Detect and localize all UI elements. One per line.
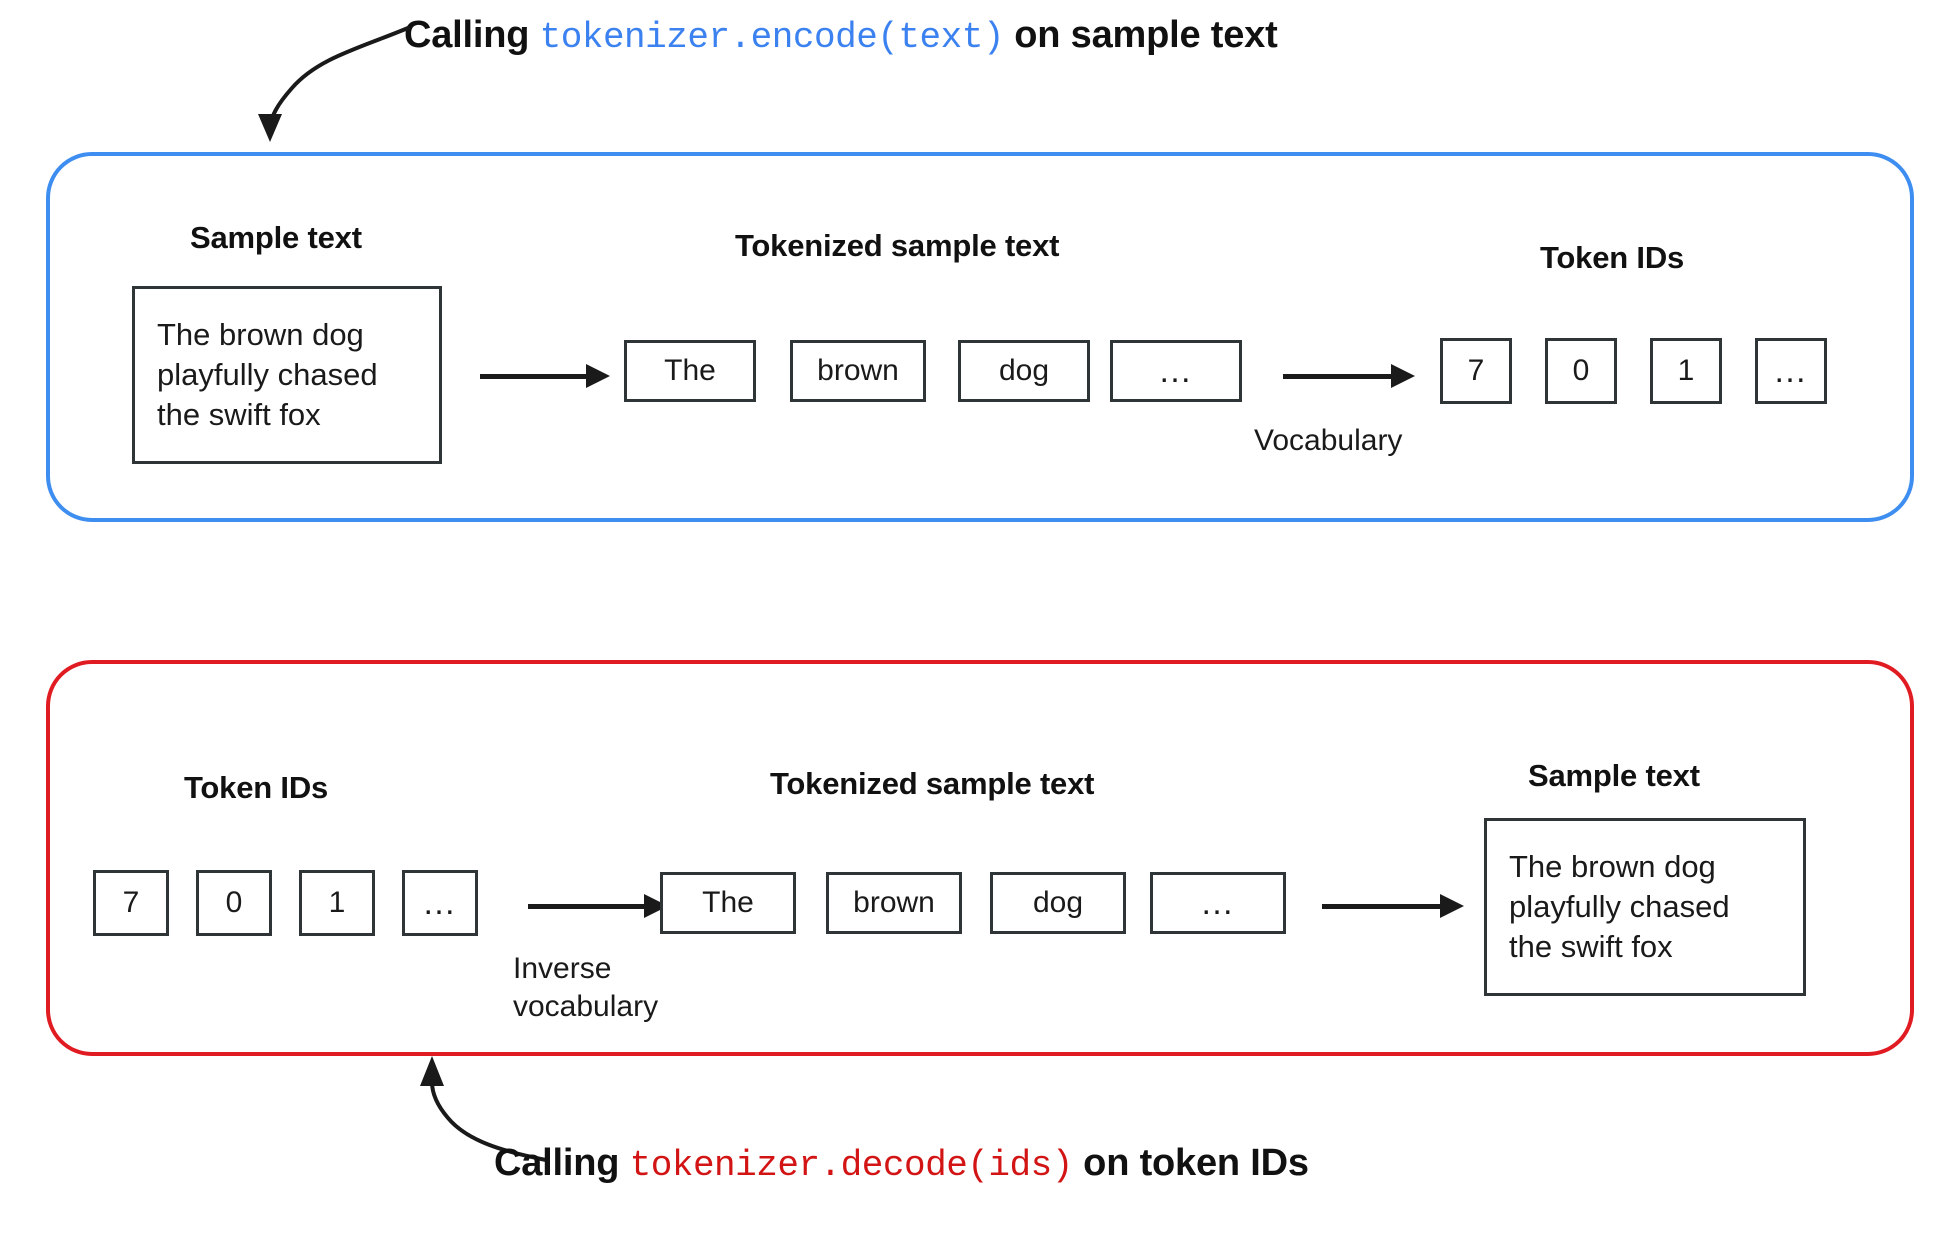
encode-code-text: tokenizer.encode(text)	[539, 17, 1005, 58]
encode-token-cell-ellipsis: …	[1110, 340, 1242, 402]
encode-curved-arrow	[258, 26, 410, 142]
encode-token-cell: dog	[958, 340, 1090, 402]
encode-token-id-cell: 1	[1650, 338, 1722, 404]
decode-token-cell-ellipsis: …	[1150, 872, 1286, 934]
encode-sample-text-box: The brown dog playfully chased the swift…	[132, 286, 442, 464]
decode-token-id-cell: 0	[196, 870, 272, 936]
sample-text-line: playfully chased	[1509, 888, 1730, 924]
decode-sample-text-box: The brown dog playfully chased the swift…	[1484, 818, 1806, 996]
encode-heading-tokenized: Tokenized sample text	[735, 228, 1060, 263]
sample-text-line: The brown dog	[157, 316, 364, 352]
decode-token-cell: The	[660, 872, 796, 934]
sample-text-line: the swift fox	[1509, 929, 1673, 965]
decode-heading-sample-text: Sample text	[1528, 758, 1700, 793]
encode-token-cell: The	[624, 340, 756, 402]
encode-caption-prefix: Calling	[404, 14, 540, 56]
encode-heading-sample-text: Sample text	[190, 220, 362, 255]
sample-text-line: playfully chased	[157, 356, 378, 392]
decode-token-id-cell: 1	[299, 870, 375, 936]
encode-caption: Calling tokenizer.encode(text) on sample…	[404, 14, 1278, 58]
decode-heading-token-ids: Token IDs	[184, 770, 329, 805]
decode-arrow-label-inverse-vocabulary: Inverse vocabulary	[513, 952, 659, 1024]
decode-caption: Calling tokenizer.decode(ids) on token I…	[494, 1142, 1309, 1186]
decode-caption-prefix: Calling	[494, 1142, 630, 1184]
sample-text-line: the swift fox	[157, 397, 321, 433]
encode-caption-suffix: on sample text	[1003, 14, 1278, 56]
encode-token-id-cell-ellipsis: …	[1755, 338, 1827, 404]
encode-token-id-cell: 7	[1440, 338, 1512, 404]
decode-heading-tokenized: Tokenized sample text	[770, 766, 1095, 801]
decode-code-text: tokenizer.decode(ids)	[629, 1145, 1074, 1186]
decode-caption-suffix: on token IDs	[1072, 1142, 1309, 1184]
decode-token-cell: brown	[826, 872, 962, 934]
decode-token-id-cell-ellipsis: …	[402, 870, 478, 936]
sample-text-line: The brown dog	[1509, 848, 1716, 884]
encode-arrow-label-vocabulary: Vocabulary	[1254, 424, 1403, 457]
decode-curved-arrow	[420, 1056, 548, 1162]
encode-token-id-cell: 0	[1545, 338, 1617, 404]
decode-token-id-cell: 7	[93, 870, 169, 936]
encode-heading-token-ids: Token IDs	[1540, 240, 1685, 275]
decode-token-cell: dog	[990, 872, 1126, 934]
encode-token-cell: brown	[790, 340, 926, 402]
